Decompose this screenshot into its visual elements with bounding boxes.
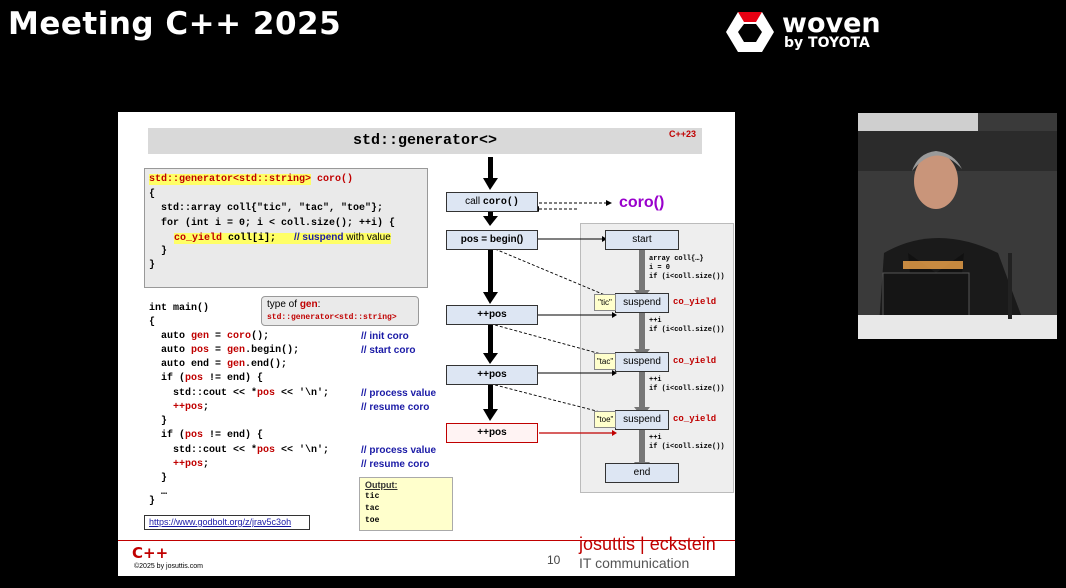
coro-label: coro() — [619, 194, 665, 211]
yield-value: "toe" — [594, 411, 616, 428]
code-line: std::cout << *pos << '\n'; — [149, 388, 330, 399]
co-yield-tag: co_yield — [673, 414, 717, 424]
slide-title: std::generator<> — [148, 128, 702, 154]
code-line: std::array coll{"tic", "tac", "toe"}; — [149, 203, 384, 214]
code-line: } — [149, 416, 168, 427]
footer-subtitle: IT communication — [579, 555, 690, 571]
code-comment: // process value — [361, 388, 437, 399]
co-yield-tag: co_yield — [673, 297, 717, 307]
code-comment: // start coro — [361, 345, 416, 356]
page-number: 10 — [547, 553, 561, 567]
code-comment: // process value — [361, 445, 437, 456]
code-comment: // init coro — [361, 331, 409, 342]
gen-suspend: suspend — [615, 410, 669, 430]
code-line: { — [149, 189, 156, 200]
code-line: auto end = gen.end(); — [149, 359, 288, 370]
code-line: auto gen = coro(); — [149, 331, 270, 342]
code-line: int main() — [149, 303, 210, 314]
output-line: tic — [365, 492, 380, 501]
code-line: std::cout << *pos << '\n'; — [149, 445, 330, 456]
gen-suspend: suspend — [615, 352, 669, 372]
flow-increment: ++pos — [446, 423, 538, 443]
footer-brand: josuttis | eckstein — [579, 534, 716, 554]
header-title: Meeting C++ 2025 — [8, 6, 342, 42]
yield-value: "tic" — [594, 294, 616, 311]
output-line: toe — [365, 516, 380, 525]
gen-init-text: array coll{…} i = 0 if (i<coll.size()) — [649, 255, 725, 281]
woven-logo: woven by TOYOTA — [726, 8, 886, 56]
speaker-image — [858, 113, 1057, 339]
cpp-version-badge: C++23 — [669, 129, 697, 139]
code-line: } — [149, 473, 168, 484]
gen-step-text: ++i if (i<coll.size()) — [649, 317, 725, 334]
code-line: if (pos != end) { — [149, 430, 264, 441]
code-line: std::generator<std::string> coro() — [149, 174, 354, 185]
gen-suspend: suspend — [615, 293, 669, 313]
code-line: co_yield coll[i]; // suspend with value — [174, 232, 391, 244]
flow-increment: ++pos — [446, 305, 538, 325]
gen-start: start — [605, 230, 679, 250]
code-line: ++pos; — [149, 459, 210, 470]
logo-text-woven: woven — [782, 8, 881, 39]
co-yield-tag: co_yield — [673, 356, 717, 366]
generator-code-box — [144, 168, 428, 288]
code-line: for (int i = 0; i < coll.size(); ++i) { — [149, 218, 396, 229]
code-line: if (pos != end) { — [149, 373, 264, 384]
code-line: } — [149, 496, 156, 507]
footer-divider — [118, 540, 735, 541]
flow-increment: ++pos — [446, 365, 538, 385]
code-line: ++pos; — [149, 402, 210, 413]
output-box: Output: tic tac toe — [359, 477, 453, 531]
footer-cpp: C++ — [132, 544, 169, 562]
flow-pos-begin: pos = begin() — [446, 230, 538, 250]
godbolt-link[interactable]: https://www.godbolt.org/z/jrav5c3oh — [144, 515, 310, 530]
code-line: } — [149, 246, 168, 257]
yield-value: "tac" — [594, 353, 616, 370]
type-callout: type of gen: std::generator<std::string> — [261, 296, 419, 326]
code-line: } — [149, 260, 156, 271]
code-line: auto pos = gen.begin(); — [149, 345, 300, 356]
speaker-video — [858, 113, 1057, 339]
code-comment: // resume coro — [361, 459, 430, 470]
code-line: { — [149, 317, 156, 328]
flow-call-coro: call coro() — [446, 192, 538, 212]
output-line: tac — [365, 504, 380, 513]
flow-arrows — [483, 157, 650, 472]
gen-step-text: ++i if (i<coll.size()) — [649, 434, 725, 451]
code-line: … — [149, 487, 168, 498]
gen-step-text: ++i if (i<coll.size()) — [649, 376, 725, 393]
gen-end: end — [605, 463, 679, 483]
hexagon-logo-icon — [726, 12, 774, 52]
presentation-slide: std::generator<> C++23 std::generator<st… — [118, 112, 735, 576]
code-comment: // resume coro — [361, 402, 430, 413]
logo-text-toyota: by TOYOTA — [784, 35, 870, 51]
footer-copyright: ©2025 by josuttis.com — [134, 563, 203, 570]
output-header: Output: — [365, 480, 398, 490]
